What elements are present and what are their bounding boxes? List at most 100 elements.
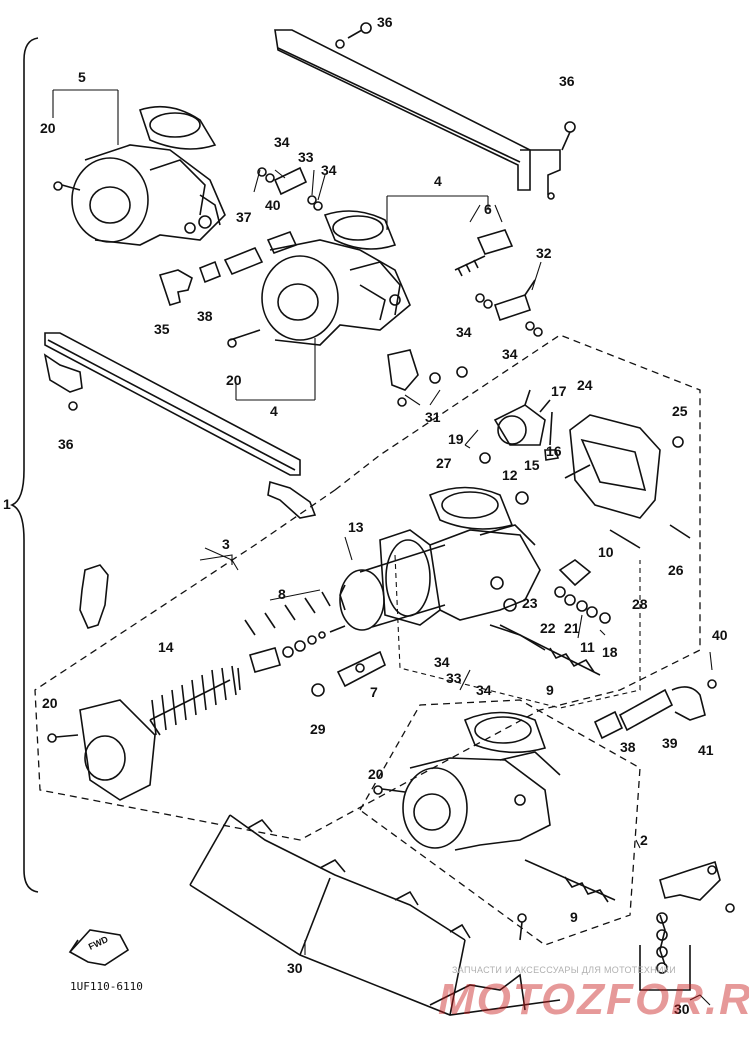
callout-34-b: 34 [321, 162, 337, 178]
callout-1: 1 [3, 496, 11, 512]
callout-41: 41 [698, 742, 714, 758]
callout-12: 12 [502, 467, 518, 483]
callout-40-a: 40 [265, 197, 281, 213]
carburetor-2 [373, 711, 561, 851]
catalog-code: 1UF110-6110 [70, 980, 143, 993]
callout-18: 18 [602, 644, 618, 660]
carburetor-5 [53, 105, 226, 246]
cap-18 [599, 612, 611, 624]
callout-29: 29 [310, 721, 326, 737]
jet-stack-8 [244, 591, 346, 673]
callout-27: 27 [436, 455, 452, 471]
callout-36-c: 36 [58, 436, 74, 452]
diaphragm-13 [339, 544, 446, 631]
screw-26 [669, 524, 691, 539]
bolt-27 [479, 452, 491, 464]
callout-33-a: 33 [298, 149, 314, 165]
callout-33-b: 33 [446, 670, 462, 686]
callout-25: 25 [672, 403, 688, 419]
callout-11: 11 [580, 639, 595, 655]
callout-36-b: 36 [559, 73, 575, 89]
callout-28: 28 [632, 596, 648, 612]
callout-38-a: 38 [197, 308, 213, 324]
dashed-group-13 [394, 554, 641, 709]
washer-11 [586, 606, 598, 618]
callout-4-top: 4 [434, 173, 442, 189]
throttle-linkage-30 [189, 814, 561, 1016]
pipes-35-37-38 [158, 166, 308, 306]
chamber-cover [47, 564, 156, 801]
sensor-19 [493, 389, 551, 446]
callout-13: 13 [348, 519, 364, 535]
fwd-arrow-icon [68, 929, 130, 966]
top-bracket-bar [274, 22, 576, 200]
callout-35: 35 [154, 321, 170, 337]
carburetor-4 [227, 210, 411, 348]
callout-9-a: 9 [546, 682, 554, 698]
nut-12 [515, 491, 529, 505]
callout-34-e: 34 [434, 654, 450, 670]
carburetor-3 [379, 486, 546, 651]
o-ring-21 [576, 600, 588, 612]
callout-34-a: 34 [274, 134, 290, 150]
watermark-logo: MOTOZFOR.RU [438, 975, 749, 1024]
callout-5: 5 [78, 69, 86, 85]
callout-38-b: 38 [620, 739, 636, 755]
screw-25 [672, 436, 684, 448]
spring-14 [149, 665, 241, 736]
callout-32: 32 [536, 245, 552, 261]
callout-15: 15 [524, 457, 540, 473]
callout-37: 37 [236, 209, 252, 225]
callout-31: 31 [425, 409, 441, 425]
assembly-brace [9, 37, 39, 893]
callout-34-f: 34 [476, 682, 492, 698]
callout-39: 39 [662, 735, 678, 751]
pipes-38-39-41 [593, 679, 717, 740]
callout-19: 19 [448, 431, 464, 447]
lower-bracket-bar [43, 332, 317, 519]
callout-10: 10 [598, 544, 614, 560]
callout-36-a: 36 [377, 14, 393, 30]
watermark-tagline: ЗАПЧАСТИ И АКСЕССУАРЫ ДЛЯ МОТОТЕХНИКИ [452, 965, 677, 975]
callout-16: 16 [546, 443, 562, 459]
callout-22: 22 [540, 620, 556, 636]
fitting-10 [558, 559, 592, 587]
callout-6: 6 [484, 201, 492, 217]
adjuster-9 [499, 624, 616, 903]
dashed-group-2 [359, 699, 641, 946]
o-ring-22 [564, 594, 576, 606]
callout-21: 21 [564, 620, 580, 636]
callout-20-d: 20 [368, 766, 384, 782]
o-rings-34 [257, 167, 543, 337]
callout-3: 3 [222, 536, 230, 552]
callout-20-b: 20 [226, 372, 242, 388]
callout-26: 26 [668, 562, 684, 578]
washer-15 [544, 449, 559, 461]
callout-9-b: 9 [570, 909, 578, 925]
bracket-31 [387, 349, 468, 407]
jet-7 [336, 650, 387, 688]
callout-17: 17 [551, 383, 567, 399]
fitting-32 [493, 279, 536, 322]
leader-lines [52, 89, 713, 1006]
callout-7: 7 [370, 684, 378, 700]
callout-20-c: 20 [42, 695, 58, 711]
callout-4-bottom: 4 [270, 403, 278, 419]
callout-14: 14 [158, 639, 174, 655]
screw-17 [549, 411, 553, 446]
pin-16 [564, 464, 591, 479]
callout-20-a: 20 [40, 120, 56, 136]
callout-30-b: 30 [674, 1001, 690, 1017]
callout-40-b: 40 [712, 627, 728, 643]
cable-bracket-30 [639, 860, 735, 991]
callout-23: 23 [522, 595, 538, 611]
cover-24 [569, 414, 661, 519]
plug-29 [311, 683, 325, 697]
callout-34-d: 34 [502, 346, 518, 362]
fitting-6 [454, 229, 514, 277]
pin-28 [609, 529, 641, 549]
o-ring-23 [554, 586, 566, 598]
callout-2: 2 [640, 832, 648, 848]
callout-34-c: 34 [456, 324, 472, 340]
